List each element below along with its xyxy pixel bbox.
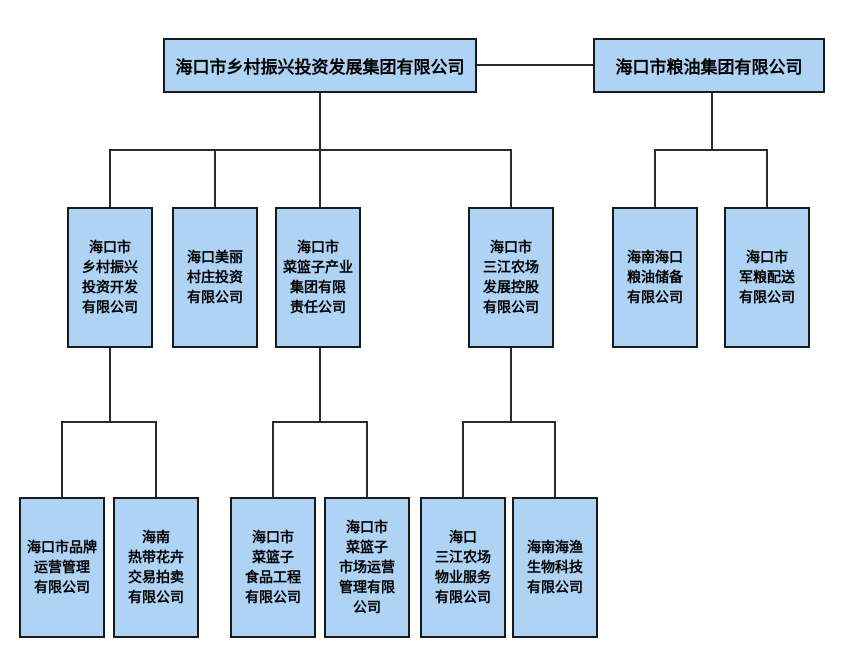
connector-drop-food-engineering [272, 421, 274, 497]
node-label: 海口美丽 村庄投资 有限公司 [187, 249, 243, 306]
connector-drop-market-operation [366, 421, 368, 497]
node-label: 海口市 菜篮子 食品工程 有限公司 [245, 529, 301, 606]
connector-group3b-bus [462, 421, 556, 423]
connector-drop-grain-reserve [654, 149, 656, 207]
connector-drop-brand-operation [61, 421, 63, 497]
connector-root1-stem [319, 93, 321, 150]
connector-roots-link [477, 64, 593, 66]
connector-drop-property-service [462, 421, 464, 497]
node-label: 海口市乡村振兴投资发展集团有限公司 [175, 58, 465, 78]
connector-drop-haiyu-biotech [554, 421, 556, 497]
node-label: 海南海口 粮油储备 有限公司 [627, 249, 683, 306]
node-cailanzi-industry-group: 海口市 菜篮子产业 集团有限 责任公司 [275, 207, 361, 348]
connector-drop-sanjiang-holding [510, 149, 512, 207]
connector-group2b-bus [272, 421, 368, 423]
node-label: 海南 热带花卉 交易拍卖 有限公司 [128, 529, 184, 606]
connector-cailanzi-stem [319, 348, 321, 422]
node-brand-operation-management: 海口市品牌 运营管理 有限公司 [19, 497, 105, 638]
node-sanjiang-farm-holding: 海口市 三江农场 发展控股 有限公司 [468, 207, 554, 348]
node-cailanzi-food-engineering: 海口市 菜篮子 食品工程 有限公司 [230, 497, 316, 638]
node-haiyu-biotech: 海南海渔 生物科技 有限公司 [512, 497, 598, 638]
node-label: 海口 三江农场 物业服务 有限公司 [435, 529, 491, 606]
connector-root2-stem [711, 93, 713, 150]
node-label: 海南海渔 生物科技 有限公司 [527, 539, 583, 596]
connector-group2-bus [654, 149, 768, 151]
node-label: 海口市 军粮配送 有限公司 [739, 249, 795, 306]
node-beautiful-village-investment: 海口美丽 村庄投资 有限公司 [172, 207, 258, 348]
node-label: 海口市 菜篮子 市场运营 管理有限 公司 [339, 519, 395, 616]
node-label: 海口市 菜篮子产业 集团有限 责任公司 [283, 239, 353, 316]
connector-group1b-bus [61, 421, 157, 423]
connector-drop-cailanzi-group [319, 149, 321, 207]
connector-drop-flower-auction [155, 421, 157, 497]
node-grain-oil-reserve: 海南海口 粮油储备 有限公司 [612, 207, 698, 348]
node-label: 海口市 乡村振兴 投资开发 有限公司 [82, 239, 138, 316]
connector-sanjiang-stem [510, 348, 512, 422]
node-label: 海口市粮油集团有限公司 [615, 58, 803, 78]
node-label: 海口市 三江农场 发展控股 有限公司 [483, 239, 539, 316]
node-rural-revitalization-investment: 海口市 乡村振兴 投资开发 有限公司 [67, 207, 153, 348]
node-label: 海口市品牌 运营管理 有限公司 [27, 539, 97, 596]
node-grain-oil-group: 海口市粮油集团有限公司 [593, 38, 825, 93]
node-military-grain-distribution: 海口市 军粮配送 有限公司 [724, 207, 810, 348]
node-cailanzi-market-operation: 海口市 菜篮子 市场运营 管理有限 公司 [324, 497, 410, 638]
connector-drop-beautiful-village [214, 149, 216, 207]
node-sanjiang-property-service: 海口 三江农场 物业服务 有限公司 [420, 497, 506, 638]
node-tropical-flower-auction: 海南 热带花卉 交易拍卖 有限公司 [113, 497, 199, 638]
connector-group1-bus [109, 149, 512, 151]
node-rural-revitalization-group: 海口市乡村振兴投资发展集团有限公司 [163, 38, 477, 93]
connector-drop-military-grain [766, 149, 768, 207]
connector-rural-investment-stem [109, 348, 111, 422]
connector-drop-rural-investment [109, 149, 111, 207]
